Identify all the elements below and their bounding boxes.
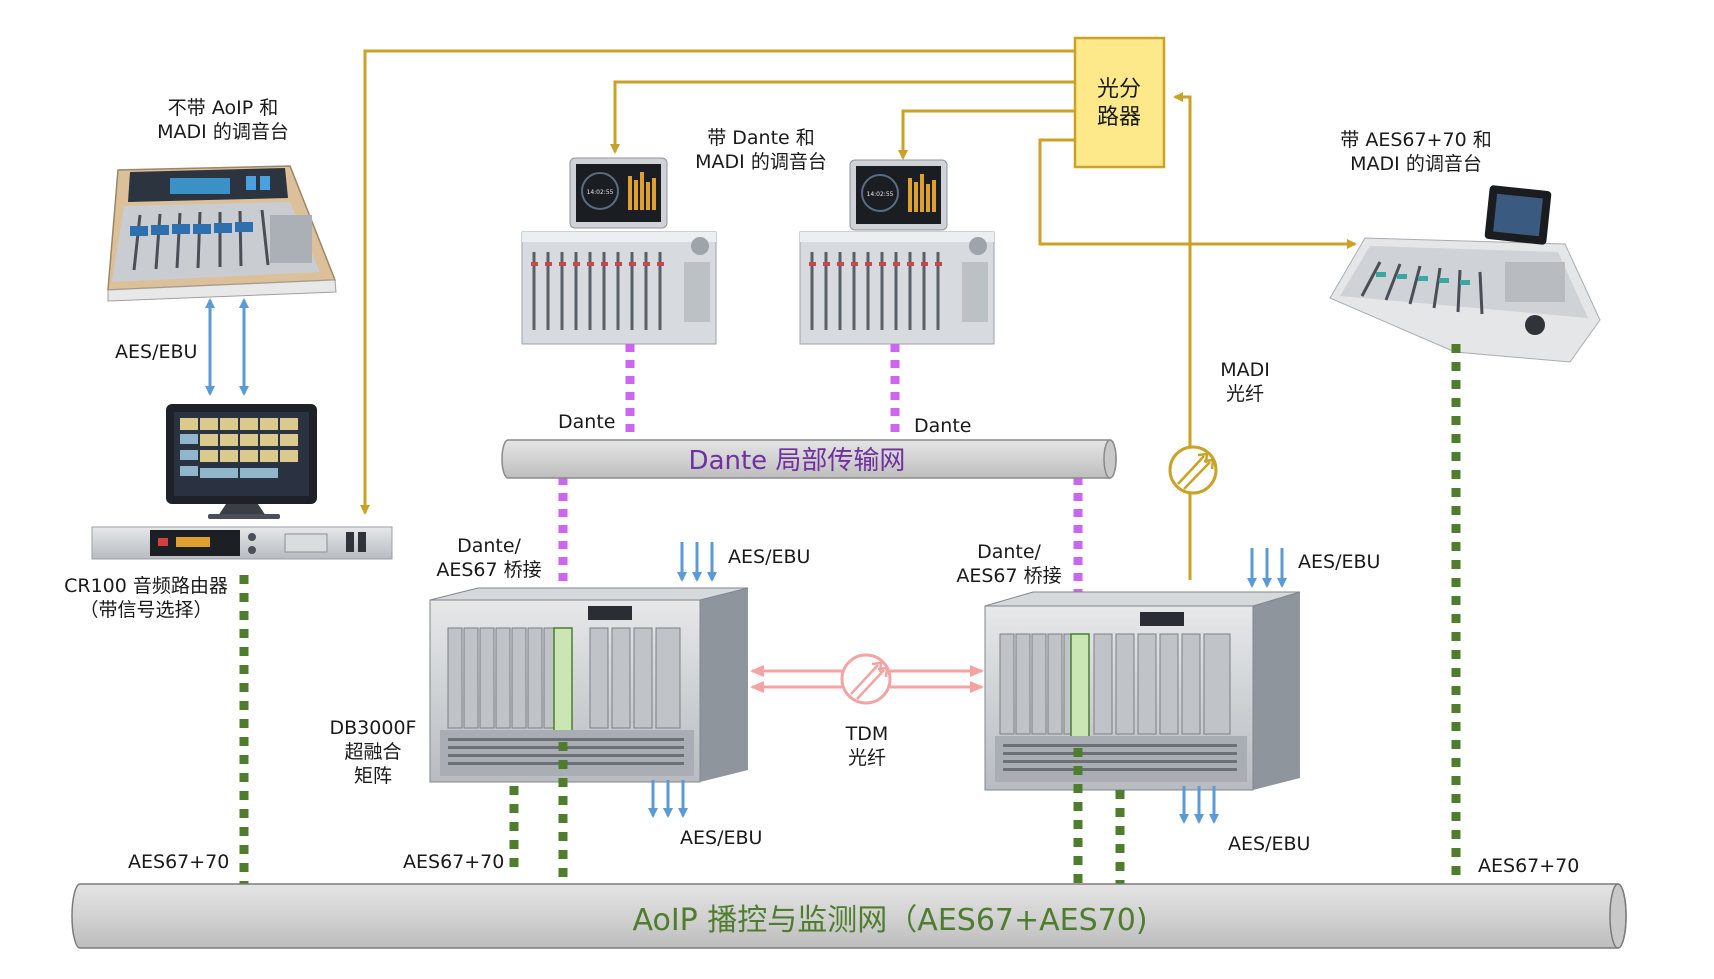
cr100-router-image (91, 526, 393, 560)
madi-fiber-converter-icon (1168, 445, 1218, 495)
fiber-to-dante-console-1 (610, 80, 1077, 154)
fiber-lines (360, 49, 1357, 580)
aes-ebu-label-console: AES/EBU (115, 341, 198, 363)
fiber-to-router (360, 49, 1077, 515)
madi-fiber-up (1173, 92, 1192, 580)
matrix-label-line3: 矩阵 (353, 765, 392, 787)
matrix-label: DB3000F 超融合 矩阵 (318, 716, 428, 788)
bridge-left-label-line2: AES67 桥接 (436, 559, 542, 581)
touch-monitor-image (166, 404, 317, 519)
fiber-to-aes67-console (1038, 138, 1357, 249)
aes67-label-rack-left: AES67+70 (403, 851, 505, 873)
aes-ebu-label-rack-left-out: AES/EBU (680, 827, 763, 849)
dante-console-label-line2: MADI 的调音台 (695, 151, 827, 173)
bridge-right-label: Dante/ AES67 桥接 (944, 540, 1074, 588)
dante-network-label: Dante 局部传输网 (689, 446, 906, 476)
analog-console-label-line2: MADI 的调音台 (157, 121, 289, 143)
tdm-fiber-label: TDM 光纤 (832, 722, 902, 770)
madi-fiber-label-line2: 光纤 (1225, 383, 1264, 405)
router-label: CR100 音频路由器 （带信号选择） (56, 574, 236, 622)
madi-fiber-label-line1: MADI (1220, 359, 1270, 381)
aoip-network-label: AoIP 播控与监测网（AES67+AES70) (632, 903, 1147, 938)
aes67-links (239, 344, 1461, 884)
aes67-console-image (1329, 185, 1601, 363)
aes67-label-console-right: AES67+70 (1478, 855, 1580, 877)
aes-ebu-label-rack-left-in: AES/EBU (728, 546, 811, 568)
router-label-line1: CR100 音频路由器 (64, 575, 228, 597)
db3000f-rack-right-image (984, 591, 1301, 791)
screen-clock-1: 14:02:55 (587, 189, 614, 196)
tdm-converter-icon (840, 653, 892, 705)
bridge-right-label-line2: AES67 桥接 (956, 565, 1062, 587)
analog-console-label: 不带 AoIP 和 MADI 的调音台 (148, 96, 298, 144)
tdm-fiber-link (750, 665, 984, 693)
bridge-left-label: Dante/ AES67 桥接 (424, 534, 554, 582)
analog-console-image (107, 165, 337, 302)
router-label-line2: （带信号选择） (79, 599, 213, 621)
db3000f-rack-left-image (429, 587, 749, 783)
dante-link-label-2: Dante (914, 415, 972, 437)
matrix-label-line1: DB3000F (329, 717, 417, 739)
dante-network-pipe: Dante 局部传输网 (501, 439, 1117, 479)
dante-console-1-image: 14:02:55 (521, 157, 717, 345)
dante-console-2-image: 14:02:55 (799, 159, 995, 345)
splitter-label-2: 路器 (1097, 105, 1141, 130)
aes67-label-router: AES67+70 (128, 851, 230, 873)
fiber-to-dante-console-2 (898, 109, 1077, 160)
aes67-console-label: 带 AES67+70 和 MADI 的调音台 (1326, 128, 1506, 176)
screen-clock-2: 14:02:55 (867, 191, 894, 198)
aes-ebu-link-arrows (205, 298, 249, 396)
madi-fiber-label: MADI 光纤 (1210, 358, 1280, 406)
dante-console-label-line1: 带 Dante 和 (707, 127, 815, 149)
aes67-console-label-line2: MADI 的调音台 (1350, 153, 1482, 175)
aes-ebu-label-rack-right-out: AES/EBU (1228, 833, 1311, 855)
dante-console-label: 带 Dante 和 MADI 的调音台 (676, 126, 846, 174)
aes-ebu-label-rack-right-in: AES/EBU (1298, 551, 1381, 573)
tdm-fiber-label-line1: TDM (845, 723, 889, 745)
matrix-label-line2: 超融合 (344, 741, 402, 763)
optical-splitter: 光分 路器 (1073, 36, 1166, 169)
tdm-fiber-label-line2: 光纤 (847, 747, 886, 769)
splitter-label-1: 光分 (1097, 77, 1141, 102)
dante-link-label-1: Dante (558, 411, 616, 433)
bridge-left-label-line1: Dante/ (457, 535, 521, 557)
aes67-console-label-line1: 带 AES67+70 和 (1340, 129, 1492, 151)
aoip-network-pipe: AoIP 播控与监测网（AES67+AES70) (71, 883, 1627, 949)
rack-aes-ebu-arrows (648, 542, 1287, 824)
analog-console-label-line1: 不带 AoIP 和 (167, 97, 279, 119)
bridge-right-label-line1: Dante/ (977, 541, 1041, 563)
